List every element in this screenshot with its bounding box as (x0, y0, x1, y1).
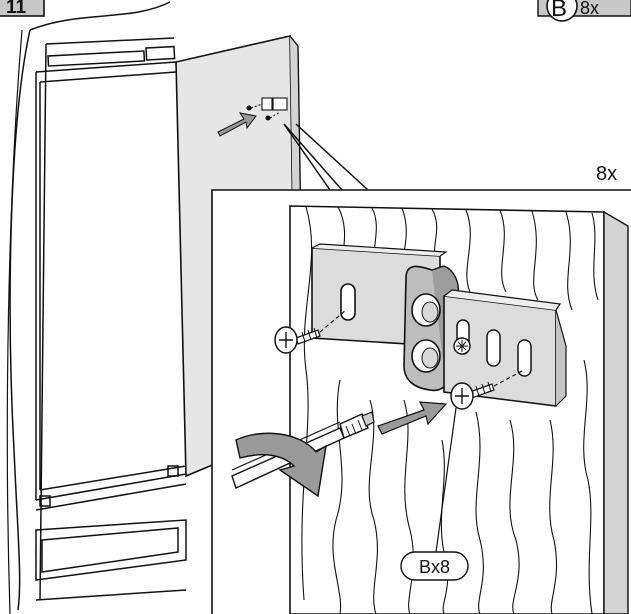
step-number: 11 (6, 0, 27, 18)
right-screw (450, 369, 525, 410)
left-bracket-slot (340, 283, 356, 321)
callout-leader (435, 407, 457, 553)
right-bracket-slot-3 (517, 339, 532, 377)
callout-text: Bx8 (419, 557, 450, 577)
step-badge: 11 (0, 0, 45, 18)
door-bracket-small (246, 97, 288, 121)
rotation-arrow (235, 432, 327, 498)
insertion-arrow (377, 401, 448, 435)
appliance-body (35, 45, 187, 601)
cabinet-niche (6, 1, 175, 614)
part-badge: B 8x (537, 0, 631, 22)
part-letter-circle (546, 0, 578, 22)
bracket-screw-head (453, 337, 471, 355)
right-bracket-slot-2 (486, 329, 501, 367)
arrow-to-bracket (217, 112, 257, 137)
right-mounting-bracket (443, 289, 567, 407)
part-count: 8x (580, 0, 599, 18)
detail-quantity: 8x (596, 163, 617, 185)
part-letter: B (551, 0, 567, 22)
callout-label: Bx8 (400, 551, 469, 581)
left-screw (274, 309, 347, 354)
zoom-leader-lines (283, 123, 369, 191)
